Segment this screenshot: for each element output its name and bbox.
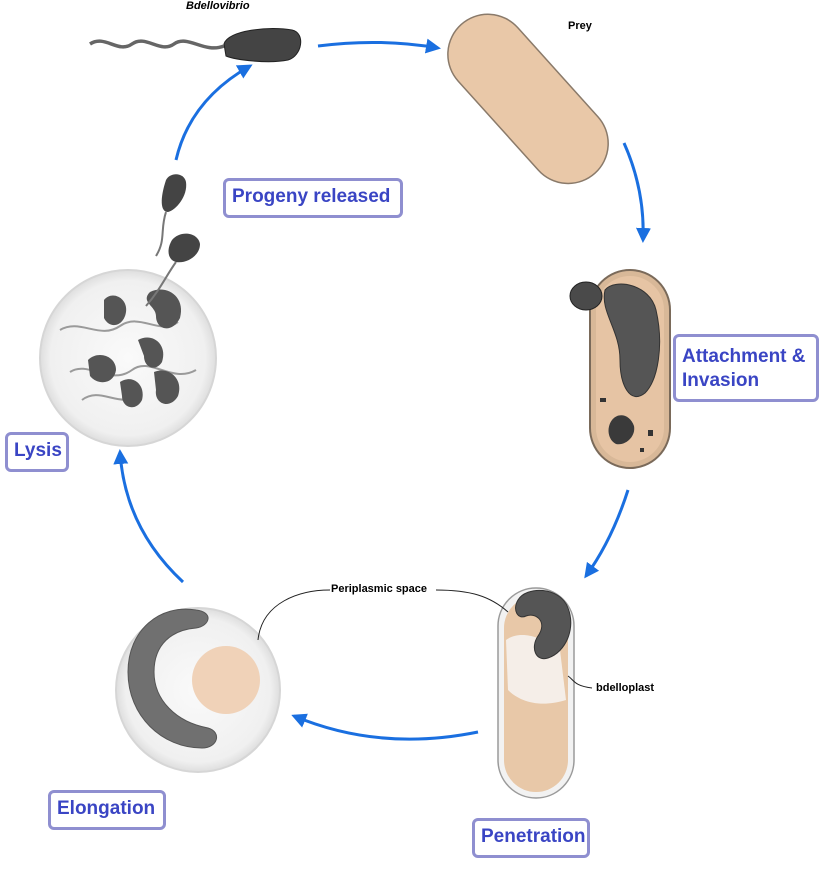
arrow-to-release: [174, 64, 253, 161]
arrow-to-lysis: [113, 449, 185, 584]
elongation-bdelloplast: [115, 607, 281, 773]
periplasmic-connector: [257, 589, 509, 641]
lysis-bdelloplast: [39, 269, 217, 447]
stage-label-penetration: Penetration: [472, 818, 590, 858]
stage-label-lysis: Lysis: [5, 432, 69, 472]
arrow-to-attachment: [622, 142, 651, 243]
attachment-label-line2: Invasion: [682, 370, 760, 391]
penetration-cell: [497, 587, 575, 799]
stage-label-attachment-invasion: Attachment & Invasion: [673, 334, 819, 402]
bdellovibrio-label: Bdellovibrio: [186, 0, 250, 12]
arrow-to-penetration: [584, 489, 630, 579]
bdelloplast-connector: [567, 675, 593, 689]
arrow-to-elongation: [291, 713, 479, 741]
stage-label-progeny-released: Progeny released: [223, 178, 403, 218]
attachment-label-line1: Attachment &: [682, 346, 806, 367]
prey-cell: [447, 13, 609, 185]
stage-label-elongation: Elongation: [48, 790, 166, 830]
arrow-to-prey: [317, 38, 441, 54]
free-bdellovibrio: [89, 28, 302, 63]
prey-label: Prey: [568, 20, 592, 32]
periplasmic-space-label: Periplasmic space: [331, 583, 428, 595]
attachment-invasion-cell: [569, 269, 671, 469]
released-progeny: [145, 174, 200, 307]
bdelloplast-label: bdelloplast: [596, 682, 655, 694]
